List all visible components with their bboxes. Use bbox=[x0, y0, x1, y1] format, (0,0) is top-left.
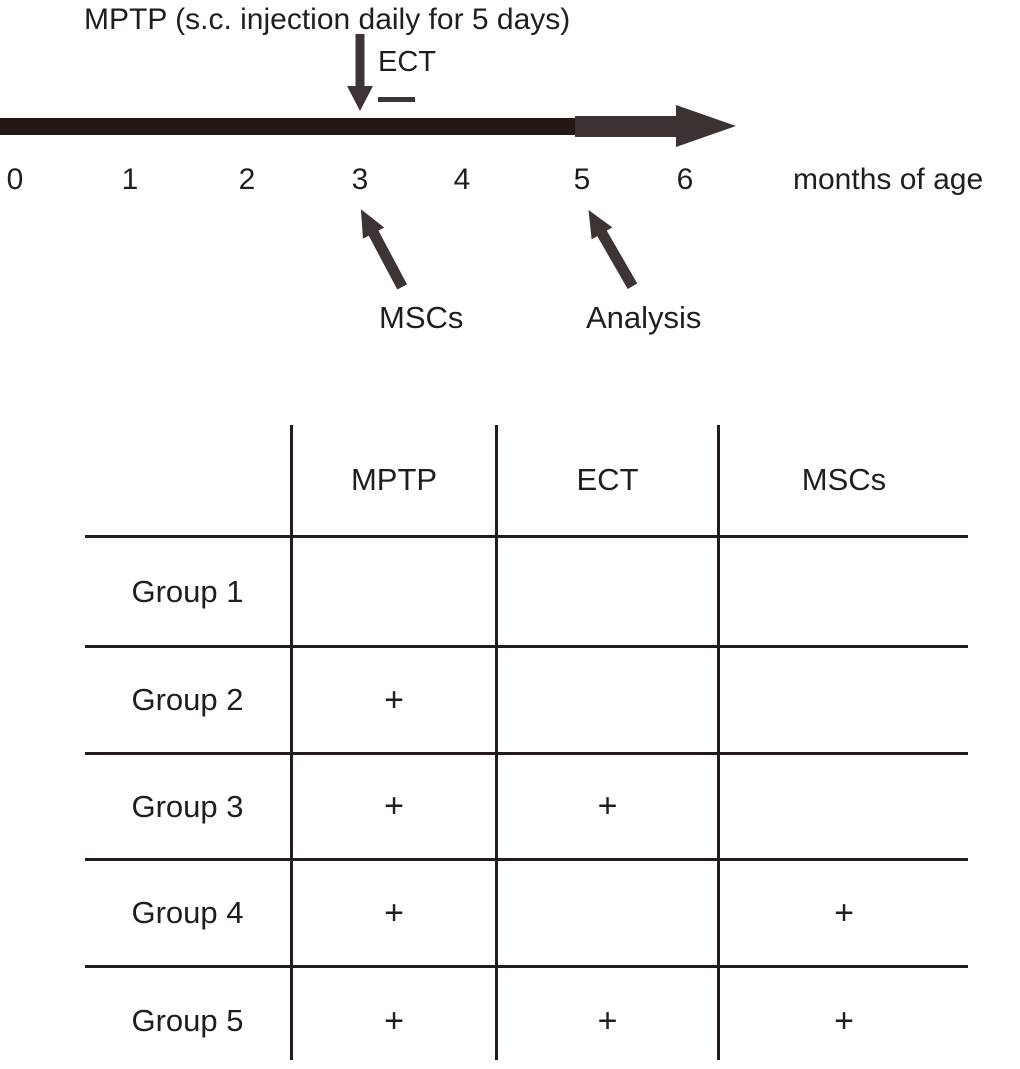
row-label-group-2: Group 2 bbox=[85, 645, 290, 752]
axis-tick-5: 5 bbox=[573, 163, 591, 196]
table-cell-group3-mscs bbox=[717, 752, 968, 858]
table-cell-group1-mptp bbox=[290, 535, 495, 645]
axis-unit-label: months of age bbox=[793, 163, 984, 196]
column-header-mptp: MPTP bbox=[290, 425, 495, 535]
row-label-group-5: Group 5 bbox=[85, 965, 290, 1060]
ect-duration-dash bbox=[378, 97, 415, 102]
table-cell-group2-mscs bbox=[717, 645, 968, 752]
mscs-annotation-label: MSCs bbox=[379, 300, 464, 335]
table-cell-group2-ect bbox=[495, 645, 717, 752]
axis-tick-4: 4 bbox=[453, 163, 471, 196]
timeline-bar-gray-segment bbox=[575, 116, 676, 137]
experiment-design-table: MPTP ECT MSCs Group 1 Group 2 + Group 3 … bbox=[85, 425, 968, 1060]
table-cell-group4-mscs: + bbox=[717, 858, 968, 965]
axis-tick-6: 6 bbox=[676, 163, 694, 196]
table-cell-group3-ect: + bbox=[495, 752, 717, 858]
table-corner-cell bbox=[85, 425, 290, 535]
mscs-pointer-arrow-icon bbox=[360, 209, 408, 290]
axis-tick-0: 0 bbox=[6, 163, 24, 196]
mptp-injection-title: MPTP (s.c. injection daily for 5 days) bbox=[84, 3, 571, 36]
timeline-arrowhead-icon bbox=[676, 105, 736, 147]
axis-tick-2: 2 bbox=[238, 163, 256, 196]
table-cell-group5-ect: + bbox=[495, 965, 717, 1060]
table-cell-group5-mscs: + bbox=[717, 965, 968, 1060]
table-cell-group5-mptp: + bbox=[290, 965, 495, 1060]
table-cell-group3-mptp: + bbox=[290, 752, 495, 858]
row-label-group-3: Group 3 bbox=[85, 752, 290, 858]
ect-label: ECT bbox=[378, 46, 436, 78]
analysis-annotation-label: Analysis bbox=[586, 300, 702, 335]
row-label-group-4: Group 4 bbox=[85, 858, 290, 965]
axis-tick-3: 3 bbox=[351, 163, 369, 196]
table-cell-group4-mptp: + bbox=[290, 858, 495, 965]
axis-tick-1: 1 bbox=[121, 163, 139, 196]
analysis-pointer-arrow-icon bbox=[588, 210, 638, 289]
table-cell-group4-ect bbox=[495, 858, 717, 965]
column-header-mscs: MSCs bbox=[717, 425, 968, 535]
column-header-ect: ECT bbox=[495, 425, 717, 535]
table-cell-group1-ect bbox=[495, 535, 717, 645]
timeline-bar-dark-segment bbox=[0, 118, 575, 135]
table-cell-group2-mptp: + bbox=[290, 645, 495, 752]
row-label-group-1: Group 1 bbox=[85, 535, 290, 645]
table-cell-group1-mscs bbox=[717, 535, 968, 645]
mptp-down-arrow-icon bbox=[347, 34, 373, 111]
